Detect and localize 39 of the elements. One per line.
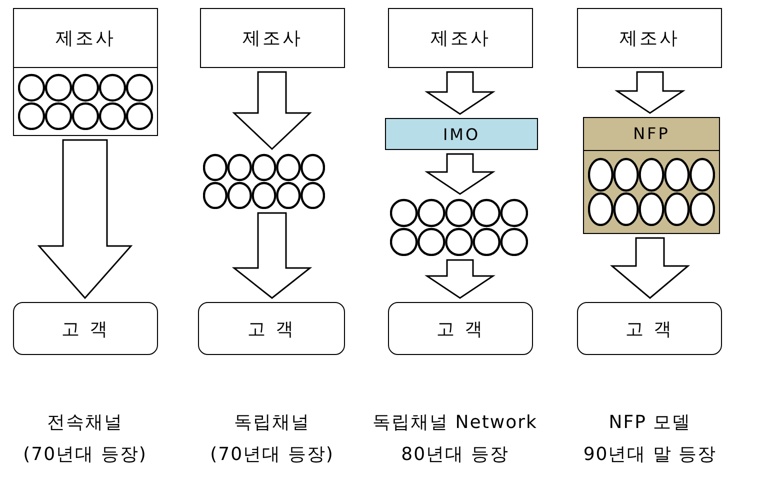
channel-caption: 독립채널 [234,411,310,434]
node-label: IMO [442,124,480,144]
node-label: 고 객 [626,318,674,340]
node-label: 제조사 [430,27,490,50]
node-label: 제조사 [56,27,116,50]
node-label: 고 객 [248,318,296,340]
node-label: 고 객 [436,318,484,340]
customer-box [198,302,345,355]
block-arrow [424,259,496,299]
block-arrow [424,71,496,115]
block-arrow [610,237,690,299]
block-arrow [37,139,133,300]
channel-caption: NFP 모델 [608,411,692,434]
node-label: 제조사 [620,27,680,50]
era-caption: (70년대 등장) [210,443,334,466]
manufacturer-box [388,8,533,68]
partner-box [583,117,720,234]
node-label: 고 객 [62,318,110,340]
block-arrow [614,71,686,114]
circle-cluster-icon [203,153,325,209]
channel-caption: 독립채널 Network [372,411,538,434]
circle-cluster-icon [390,198,528,256]
era-caption: (70년대 등장) [23,443,147,466]
era-caption: 90년대 말 등장 [583,443,717,466]
manufacturer-box [577,8,722,68]
customer-box [577,302,722,355]
manufacturer-box [200,8,345,68]
manufacturer-box [13,8,158,68]
block-arrow [232,71,312,150]
customer-box [13,302,158,355]
node-heading: NFP [584,118,719,151]
customer-box [388,302,533,355]
block-arrow [232,212,312,299]
channel-caption: 전속채널 [47,411,123,434]
circle-cluster-box [13,67,158,136]
era-caption: 80년대 등장 [401,443,509,466]
intermediary-box [385,118,538,150]
node-label: 제조사 [242,27,302,50]
block-arrow [424,153,496,195]
